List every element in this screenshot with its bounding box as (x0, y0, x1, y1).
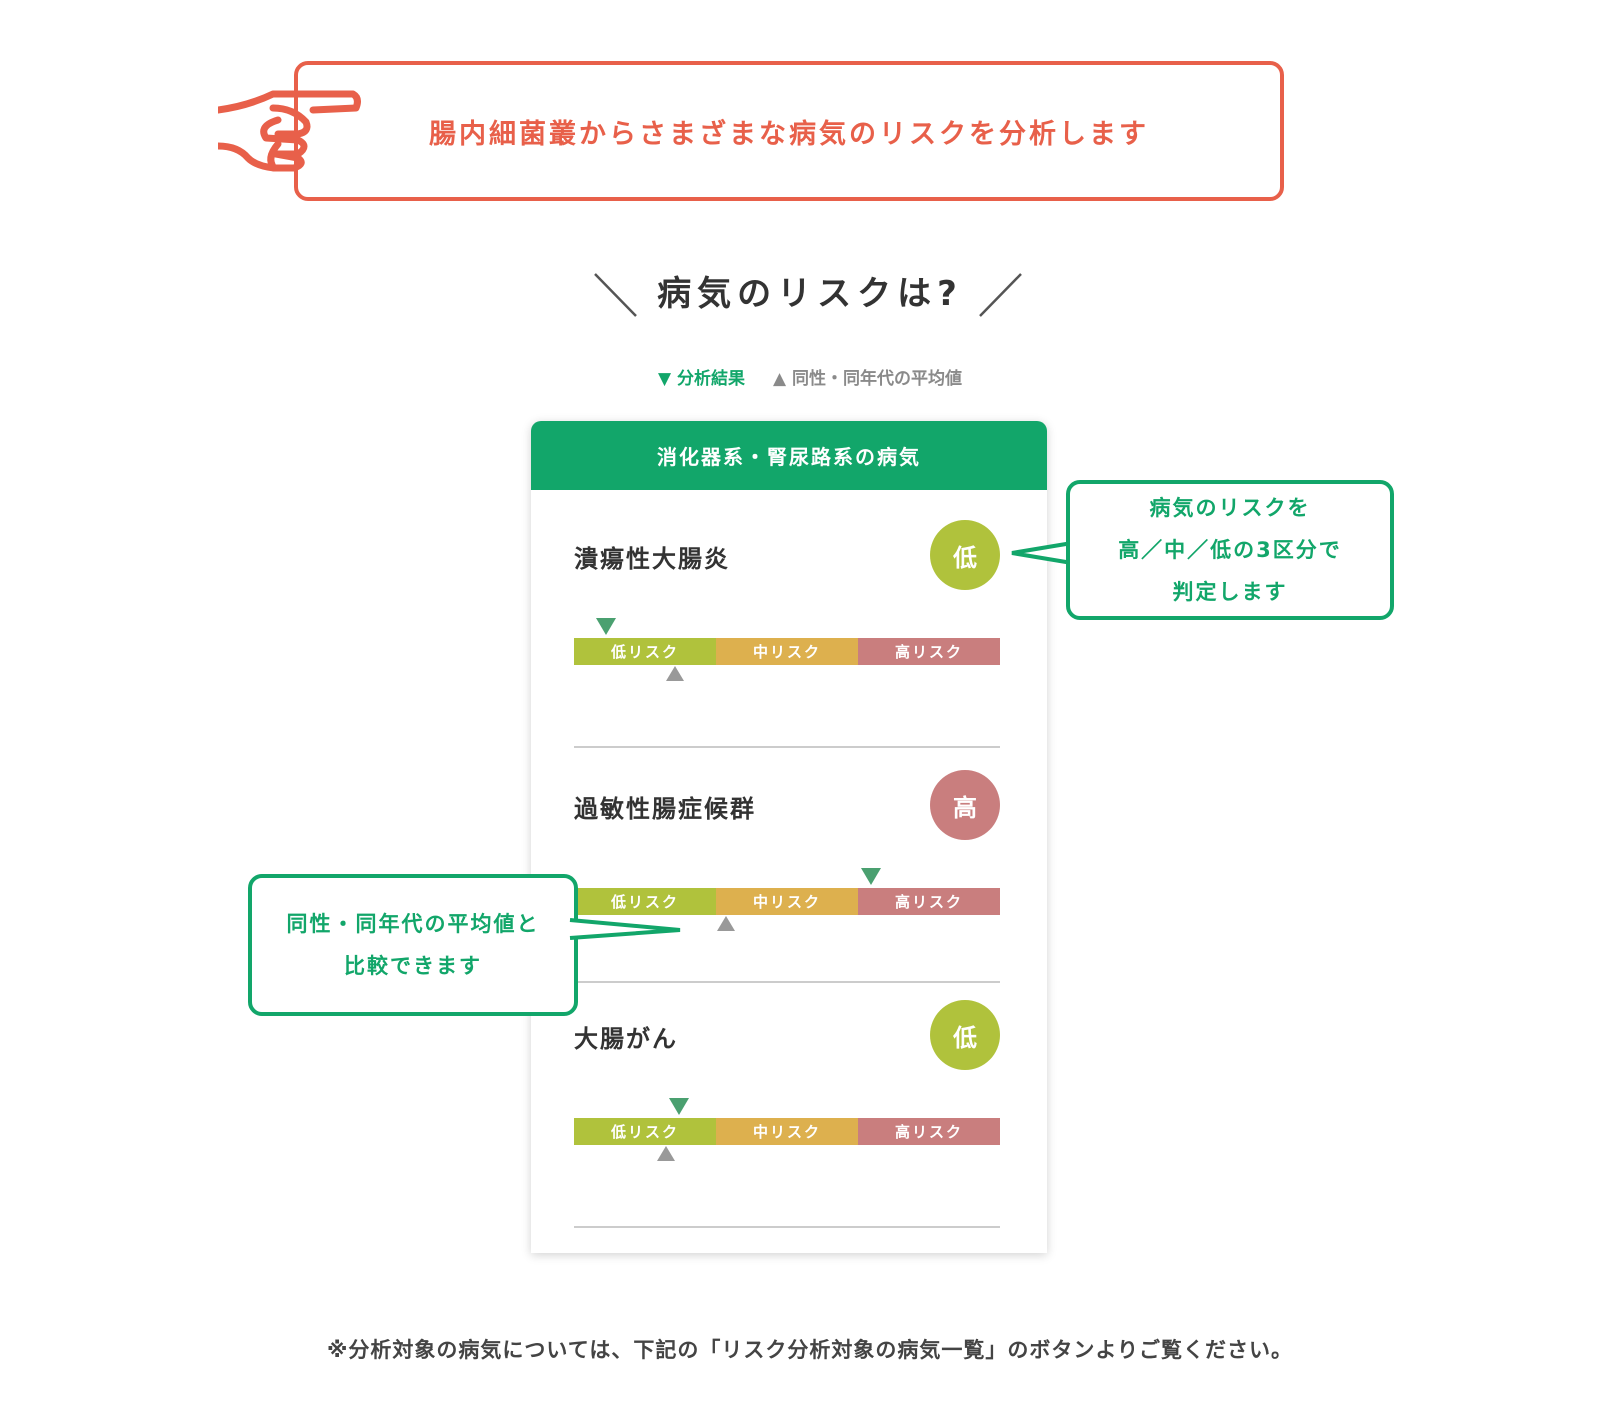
risk-segment-mid: 中リスク (716, 888, 858, 915)
callout-line: 判定します (1172, 580, 1288, 604)
footnote: ※分析対象の病気については、下記の「リスク分析対象の病気一覧」のボタンよりご覧く… (327, 1338, 1293, 1362)
callout-line: 高／中／低の3区分で (1118, 538, 1342, 562)
risk-segment-high: 高リスク (858, 1118, 1000, 1145)
divider (574, 981, 1000, 983)
risk-segment-mid: 中リスク (716, 1118, 858, 1145)
average-marker-icon (656, 1146, 675, 1161)
callout-line: 病気のリスクを (1149, 496, 1311, 520)
risk-bar: 低リスク中リスク高リスク (574, 1118, 1000, 1145)
risk-level-callout: 病気のリスクを 高／中／低の3区分で 判定します (1066, 480, 1394, 620)
legend: ▼ 分析結果 ▲ 同性・同年代の平均値 (0, 364, 1620, 389)
risk-segment-high: 高リスク (858, 888, 1000, 915)
card-header: 消化器系・腎尿路系の病気 (531, 421, 1047, 490)
heading-text: 病気のリスクは? (657, 274, 963, 314)
risk-segment-low: 低リスク (574, 1118, 716, 1145)
legend-average: ▲ 同性・同年代の平均値 (772, 369, 962, 389)
banner-text: 腸内細菌叢からさまざまな病気のリスクを分析します (429, 118, 1149, 150)
disease-name: 過敏性腸症候群 (574, 795, 756, 823)
average-marker-icon (665, 666, 684, 681)
divider (574, 1226, 1000, 1228)
average-marker-icon (716, 916, 735, 931)
intro-banner: 腸内細菌叢からさまざまな病気のリスクを分析します (294, 61, 1284, 201)
disease-item: 潰瘍性大腸炎 低 低リスク中リスク高リスク (574, 491, 1000, 748)
risk-segment-low: 低リスク (574, 638, 716, 665)
risk-level-badge: 低 (930, 1000, 1000, 1070)
average-comparison-callout: 同性・同年代の平均値と 比較できます (248, 874, 578, 1016)
callout-line: 同性・同年代の平均値と (286, 912, 540, 936)
risk-level-badge: 高 (930, 770, 1000, 840)
result-marker-icon (668, 1098, 689, 1115)
risk-bar: 低リスク中リスク高リスク (574, 638, 1000, 665)
risk-segment-mid: 中リスク (716, 638, 858, 665)
result-marker-icon (861, 868, 882, 885)
heading-decoration (594, 273, 1022, 317)
divider (574, 746, 1000, 748)
disease-item: 過敏性腸症候群 高 低リスク中リスク高リスク (574, 741, 1000, 991)
down-triangle-icon: ▼ (658, 369, 678, 389)
right-callout-tail (1011, 540, 1079, 566)
section-heading: 病気のリスクは? (0, 266, 1620, 315)
callout-line: 比較できます (344, 954, 482, 978)
left-callout-tail (569, 918, 681, 940)
risk-segment-high: 高リスク (858, 638, 1000, 665)
risk-bar: 低リスク中リスク高リスク (574, 888, 1000, 915)
disease-risk-card: 消化器系・腎尿路系の病気 潰瘍性大腸炎 低 低リスク中リスク高リスク 過敏性腸症… (531, 421, 1047, 1253)
risk-segment-low: 低リスク (574, 888, 716, 915)
up-triangle-icon: ▲ (772, 369, 792, 389)
disease-name: 潰瘍性大腸炎 (574, 545, 730, 573)
disease-name: 大腸がん (574, 1025, 678, 1053)
risk-level-badge: 低 (930, 520, 1000, 590)
pointing-hand-icon (218, 90, 361, 172)
result-marker-icon (596, 618, 617, 635)
disease-item: 大腸がん 低 低リスク中リスク高リスク (574, 971, 1000, 1228)
legend-result: ▼ 分析結果 (658, 369, 746, 389)
